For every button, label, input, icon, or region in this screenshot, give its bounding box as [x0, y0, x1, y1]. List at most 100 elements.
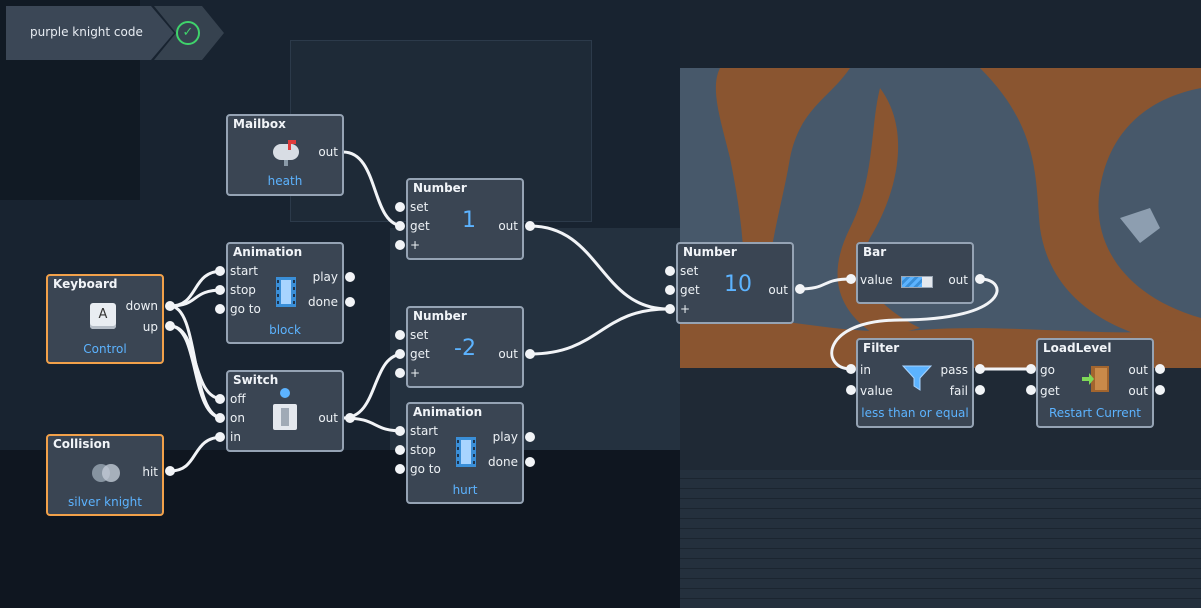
- bar-value-dot[interactable]: [846, 274, 856, 284]
- keyboard-node[interactable]: Keyboard A down up Control: [46, 274, 164, 364]
- switch-in-dot[interactable]: [215, 432, 225, 442]
- switch-off-dot[interactable]: [215, 394, 225, 404]
- port-fail-label: fail: [949, 384, 968, 398]
- wire-number1-number3: [529, 224, 669, 311]
- port-pass-label: pass: [940, 363, 968, 377]
- node-title: Number: [413, 181, 467, 195]
- collision-icon: [92, 464, 120, 482]
- toggle-switch-icon: [273, 404, 297, 430]
- number3-add-dot[interactable]: [665, 304, 675, 314]
- port-done-label: done: [488, 455, 518, 469]
- progress-bar-icon: [901, 276, 933, 288]
- port-in-label: in: [230, 430, 241, 444]
- anim1-start-dot[interactable]: [215, 266, 225, 276]
- number-node-1[interactable]: Number set get + 1 out: [406, 178, 524, 260]
- key-label: A: [98, 307, 108, 322]
- number3-out-dot[interactable]: [795, 284, 805, 294]
- animation-node-hurt[interactable]: Animation start stop go to play done hur…: [406, 402, 524, 504]
- node-subtitle: Control: [83, 342, 127, 356]
- bar-out-dot[interactable]: [975, 274, 985, 284]
- port-out2-label: out: [1128, 384, 1148, 398]
- number2-add-dot[interactable]: [395, 368, 405, 378]
- switch-state-indicator: [280, 388, 290, 398]
- level-title: purple knight code: [30, 25, 143, 39]
- loadlevel-get-dot[interactable]: [1026, 385, 1036, 395]
- anim2-goto-dot[interactable]: [395, 464, 405, 474]
- wire-keyboard-down-anim1-stop: [169, 288, 224, 308]
- port-play-label: play: [312, 270, 338, 284]
- anim1-stop-dot[interactable]: [215, 285, 225, 295]
- port-stop-label: stop: [410, 443, 436, 457]
- number3-set-dot[interactable]: [665, 266, 675, 276]
- brick-wall: [680, 470, 1201, 608]
- port-get-label: get: [410, 219, 430, 233]
- port-down-label: down: [125, 299, 158, 313]
- number3-get-dot[interactable]: [665, 285, 675, 295]
- loadlevel-go-dot[interactable]: [1026, 364, 1036, 374]
- number2-out-dot[interactable]: [525, 349, 535, 359]
- port-get-label: get: [680, 283, 700, 297]
- number-node-2[interactable]: Number set get + -2 out: [406, 306, 524, 388]
- port-goto-label: go to: [410, 462, 441, 476]
- port-in-label: in: [860, 363, 871, 377]
- port-stop-label: stop: [230, 283, 256, 297]
- port-get-label: get: [1040, 384, 1060, 398]
- port-set-label: set: [680, 264, 699, 278]
- animation-node-block[interactable]: Animation start stop go to play done blo…: [226, 242, 344, 344]
- port-hit-dot[interactable]: [165, 466, 175, 476]
- port-out-label: out: [318, 145, 338, 159]
- bar-node[interactable]: Bar value out: [856, 242, 974, 304]
- port-go-label: go: [1040, 363, 1055, 377]
- loadlevel-out-dot[interactable]: [1155, 364, 1165, 374]
- node-title: Animation: [233, 245, 303, 259]
- level-title-tab[interactable]: purple knight code ✓: [6, 6, 224, 60]
- filter-node[interactable]: Filter in value pass fail less than or e…: [856, 338, 974, 428]
- filter-in-dot[interactable]: [846, 364, 856, 374]
- number1-set-dot[interactable]: [395, 202, 405, 212]
- number1-get-dot[interactable]: [395, 221, 405, 231]
- anim2-done-dot[interactable]: [525, 457, 535, 467]
- filter-pass-dot[interactable]: [975, 364, 985, 374]
- switch-on-dot[interactable]: [215, 413, 225, 423]
- filter-value-dot[interactable]: [846, 385, 856, 395]
- number1-out-dot[interactable]: [525, 221, 535, 231]
- anim2-stop-dot[interactable]: [395, 445, 405, 455]
- switch-out-dot[interactable]: [345, 413, 355, 423]
- port-value-label: value: [860, 384, 893, 398]
- port-out-label: out: [498, 219, 518, 233]
- port-done-label: done: [308, 295, 338, 309]
- number-value: 1: [462, 208, 476, 233]
- loadlevel-out2-dot[interactable]: [1155, 385, 1165, 395]
- node-subtitle: less than or equal: [861, 406, 969, 420]
- anim1-done-dot[interactable]: [345, 297, 355, 307]
- filter-fail-dot[interactable]: [975, 385, 985, 395]
- switch-node[interactable]: Switch off on in out: [226, 370, 344, 452]
- port-goto-label: go to: [230, 302, 261, 316]
- number1-add-dot[interactable]: [395, 240, 405, 250]
- port-set-label: set: [410, 328, 429, 342]
- number2-get-dot[interactable]: [395, 349, 405, 359]
- loadlevel-node[interactable]: LoadLevel go get out out Restart Current: [1036, 338, 1154, 428]
- anim2-start-dot[interactable]: [395, 426, 405, 436]
- number-value: -2: [454, 336, 476, 361]
- node-subtitle: hurt: [452, 483, 478, 497]
- anim2-play-dot[interactable]: [525, 432, 535, 442]
- node-title: LoadLevel: [1043, 341, 1112, 355]
- node-title: Mailbox: [233, 117, 286, 131]
- door-exit-icon: [1082, 366, 1109, 392]
- port-out-label: out: [768, 283, 788, 297]
- anim1-play-dot[interactable]: [345, 272, 355, 282]
- funnel-icon: [902, 365, 932, 391]
- collision-node[interactable]: Collision hit silver knight: [46, 434, 164, 516]
- port-add-label: +: [410, 238, 421, 252]
- port-up-dot[interactable]: [165, 321, 175, 331]
- port-down-dot[interactable]: [165, 301, 175, 311]
- mailbox-node[interactable]: Mailbox out heath: [226, 114, 344, 196]
- number-node-3[interactable]: Number set get + 10 out: [676, 242, 794, 324]
- film-strip-icon: [456, 437, 476, 467]
- anim1-goto-dot[interactable]: [215, 304, 225, 314]
- number-value: 10: [724, 272, 752, 297]
- check-circle-icon[interactable]: ✓: [176, 21, 200, 45]
- port-get-label: get: [410, 347, 430, 361]
- number2-set-dot[interactable]: [395, 330, 405, 340]
